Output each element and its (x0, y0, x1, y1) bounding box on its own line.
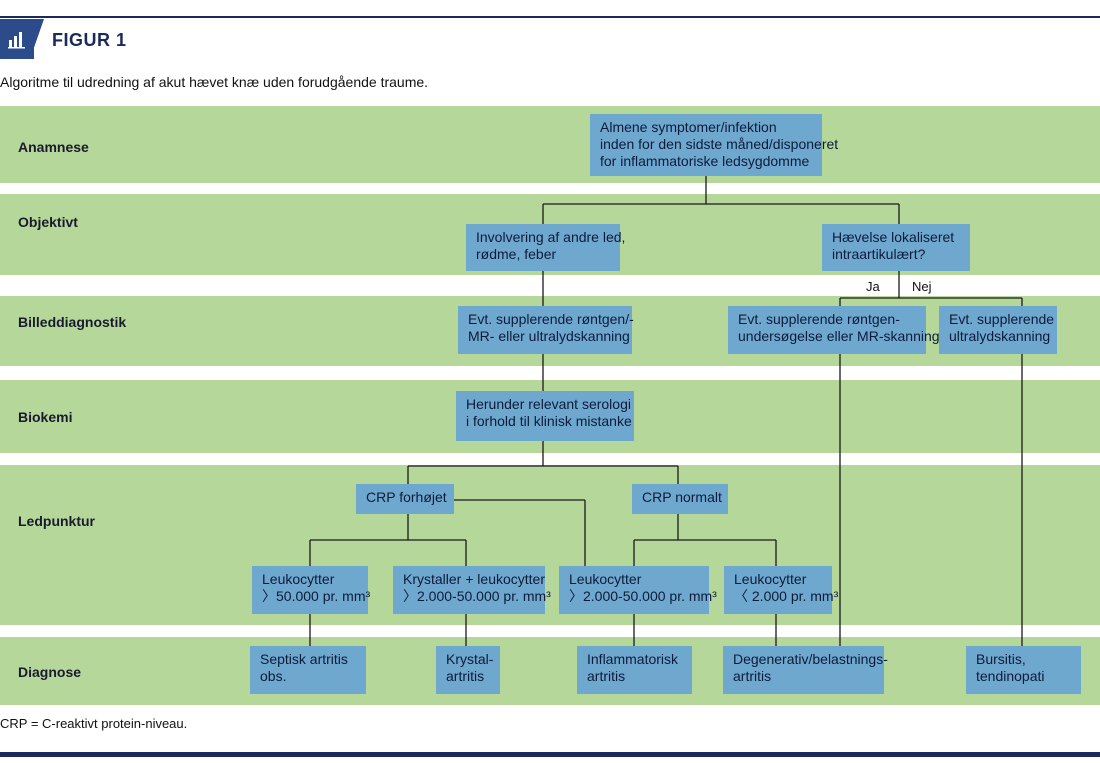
node-serologi: Herunder relevant serologi i forhold til… (456, 391, 634, 441)
node-crp-normalt: CRP normalt (632, 484, 728, 514)
node-line: Evt. supplerende røntgen/- (468, 311, 634, 327)
node-line: for inflammatoriske ledsygdomme (600, 153, 810, 169)
row-label-ledpunktur: Ledpunktur (18, 513, 95, 529)
node-line: 〉50.000 pr. mm³ (262, 588, 371, 604)
figure-footnote: CRP = C-reaktivt protein-niveau. (0, 716, 188, 731)
branch-label-ja: Ja (866, 279, 880, 294)
node-line: MR- eller ultralydskanning (468, 328, 630, 344)
node-line: Herunder relevant serologi (466, 396, 631, 412)
node-line: Leukocytter (734, 571, 807, 587)
row-band-diagnose: Diagnose (0, 637, 1100, 705)
row-label-objektivt: Objektivt (18, 214, 78, 230)
row-label-anamnese: Anamnese (18, 139, 89, 155)
node-leukocytter-50000: Leukocytter 〉50.000 pr. mm³ (252, 566, 371, 614)
node-line: rødme, feber (476, 246, 557, 262)
node-crp-forhoejet: CRP forhøjet (356, 484, 454, 514)
node-line: Krystal- (446, 651, 494, 667)
top-rule (0, 16, 1100, 18)
figure-caption: Algoritme til udredning af akut hævet kn… (0, 74, 429, 90)
node-septisk-artritis: Septisk artritis obs. (250, 646, 366, 694)
node-line: inden for den sidste måned/disponeret (600, 136, 839, 152)
node-evt-roentgen-mr: Evt. supplerende røntgen- undersøgelse e… (728, 306, 940, 354)
node-evt-roentgen-mr-ultralyd: Evt. supplerende røntgen/- MR- eller ult… (458, 306, 634, 354)
branch-label-nej: Nej (912, 279, 932, 294)
row-label-billeddiagnostik: Billeddiagnostik (18, 314, 127, 330)
node-line: CRP forhøjet (366, 489, 447, 505)
figure-label: FIGUR 1 (52, 30, 127, 50)
row-label-biokemi: Biokemi (18, 409, 73, 425)
node-degenerativ-artritis: Degenerativ/belastnings- artritis (723, 646, 888, 694)
node-line: intraartikulært? (832, 246, 926, 262)
row-band-anamnese: Anamnese (0, 106, 1100, 183)
node-leukocytter-2000-50000: Leukocytter 〉2.000-50.000 pr. mm³ (559, 566, 717, 614)
node-inflammatorisk-artritis: Inflammatorisk artritis (577, 646, 692, 694)
node-line: 〈 2.000 pr. mm³ (734, 588, 839, 604)
node-krystaller-leukocytter: Krystaller + leukocytter 〉2.000-50.000 p… (393, 566, 551, 614)
node-evt-ultralyd: Evt. supplerende ultralydskanning (939, 306, 1057, 354)
node-line: Leukocytter (569, 571, 642, 587)
node-line: i forhold til klinisk mistanke (466, 413, 632, 429)
node-line: ultralydskanning (949, 328, 1051, 344)
node-line: Involvering af andre led, (476, 229, 626, 245)
node-line: Hævelse lokaliseret (832, 229, 955, 245)
node-line: artritis (587, 668, 626, 684)
node-line: Evt. supplerende (949, 311, 1055, 327)
node-almene-symptomer: Almene symptomer/infektion inden for den… (590, 114, 839, 176)
node-line: 〉2.000-50.000 pr. mm³ (403, 588, 551, 604)
node-leukocytter-under-2000: Leukocytter 〈 2.000 pr. mm³ (724, 566, 839, 614)
node-involvering: Involvering af andre led, rødme, feber (466, 224, 626, 271)
node-line: Inflammatorisk (587, 651, 679, 667)
bar-chart-icon (0, 19, 34, 59)
node-line: 〉2.000-50.000 pr. mm³ (569, 588, 717, 604)
node-line: Almene symptomer/infektion (600, 119, 777, 135)
node-line: undersøgelse eller MR-skanning (738, 328, 940, 344)
figure-badge-notch (30, 19, 44, 59)
node-bursitis-tendinopati: Bursitis, tendinopati (966, 646, 1081, 694)
node-krystal-artritis: Krystal- artritis (436, 646, 500, 694)
node-line: artritis (733, 668, 772, 684)
node-line: Bursitis, (976, 651, 1026, 667)
node-line: obs. (260, 668, 287, 684)
node-line: tendinopati (976, 668, 1045, 684)
node-line: Degenerativ/belastnings- (733, 651, 888, 667)
node-line: Septisk artritis (260, 651, 348, 667)
bottom-rule (0, 752, 1100, 757)
node-line: artritis (446, 668, 485, 684)
row-label-diagnose: Diagnose (18, 664, 82, 680)
row-band-ledpunktur: Ledpunktur (0, 465, 1100, 625)
node-haevelse: Hævelse lokaliseret intraartikulært? (822, 224, 970, 271)
node-line: Leukocytter (262, 571, 335, 587)
node-line: Evt. supplerende røntgen- (738, 311, 900, 327)
node-line: Krystaller + leukocytter (403, 571, 545, 587)
node-line: CRP normalt (642, 489, 722, 505)
